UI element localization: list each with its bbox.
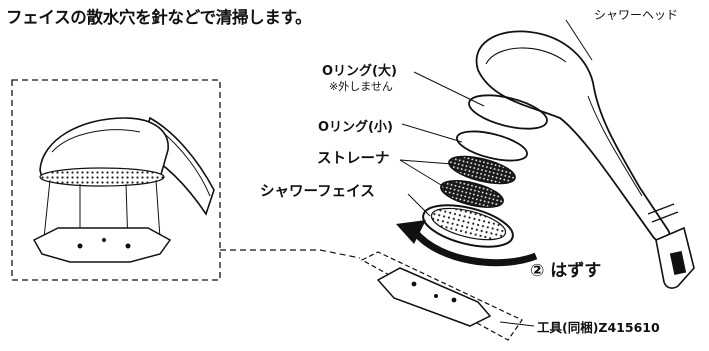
label-shower-face: シャワーフェイス — [260, 184, 375, 200]
inset-frame — [11, 79, 221, 281]
label-shower-head: シャワーヘッド — [594, 8, 679, 22]
leader-tool — [499, 321, 535, 327]
o-ring-small — [456, 130, 528, 162]
tool-group — [360, 251, 523, 341]
inset-guide — [43, 179, 51, 239]
inset-tool-pin — [77, 243, 83, 249]
label-strainer: ストレーナ — [317, 151, 390, 167]
tool-pin — [451, 297, 457, 303]
strainer-1 — [448, 155, 516, 185]
tool-pin — [434, 294, 438, 298]
inset-tool-pin — [125, 243, 131, 249]
strainer-2 — [440, 180, 504, 208]
leader-o-ring-small — [401, 123, 463, 143]
rotate-arrow-body — [412, 229, 538, 267]
label-tool: 工具(同梱)Z415610 — [537, 320, 660, 335]
label-o-ring-large-note: ※外しません — [329, 80, 393, 93]
label-o-ring-large: Oリング(大) — [322, 64, 397, 79]
grip-ring — [647, 203, 675, 215]
leader-strainer-2 — [399, 159, 447, 189]
leader-shower-head — [565, 19, 593, 61]
inset-head-highlight — [51, 129, 141, 153]
inset-face — [39, 167, 165, 187]
shower-head-edge — [587, 95, 643, 197]
tool-plate — [376, 267, 492, 327]
tool-pin — [411, 281, 417, 287]
leader-shower-face — [407, 193, 431, 217]
shower-head-body — [475, 30, 671, 243]
inset-tool-pin — [102, 238, 106, 242]
inset-guide — [155, 179, 161, 239]
o-ring-large — [468, 94, 548, 130]
label-o-ring-small: Oリング(小) — [318, 120, 393, 135]
label-remove-step: ② はずす — [530, 261, 602, 281]
inset-view — [11, 79, 221, 281]
leader-o-ring-large — [413, 71, 485, 107]
shower-head-highlight — [485, 47, 567, 65]
shower-face-holes — [430, 207, 507, 241]
inset-leader — [220, 249, 361, 259]
hose-thread — [669, 250, 687, 276]
inset-tool — [32, 227, 172, 263]
rotate-arrow-head — [396, 220, 426, 244]
shower-head — [475, 30, 695, 289]
instruction-title: フェイスの散水穴を針などで清掃します。 — [6, 8, 312, 27]
shower-face — [422, 204, 514, 248]
leader-strainer-1 — [399, 159, 453, 165]
grip-ring — [651, 211, 679, 223]
